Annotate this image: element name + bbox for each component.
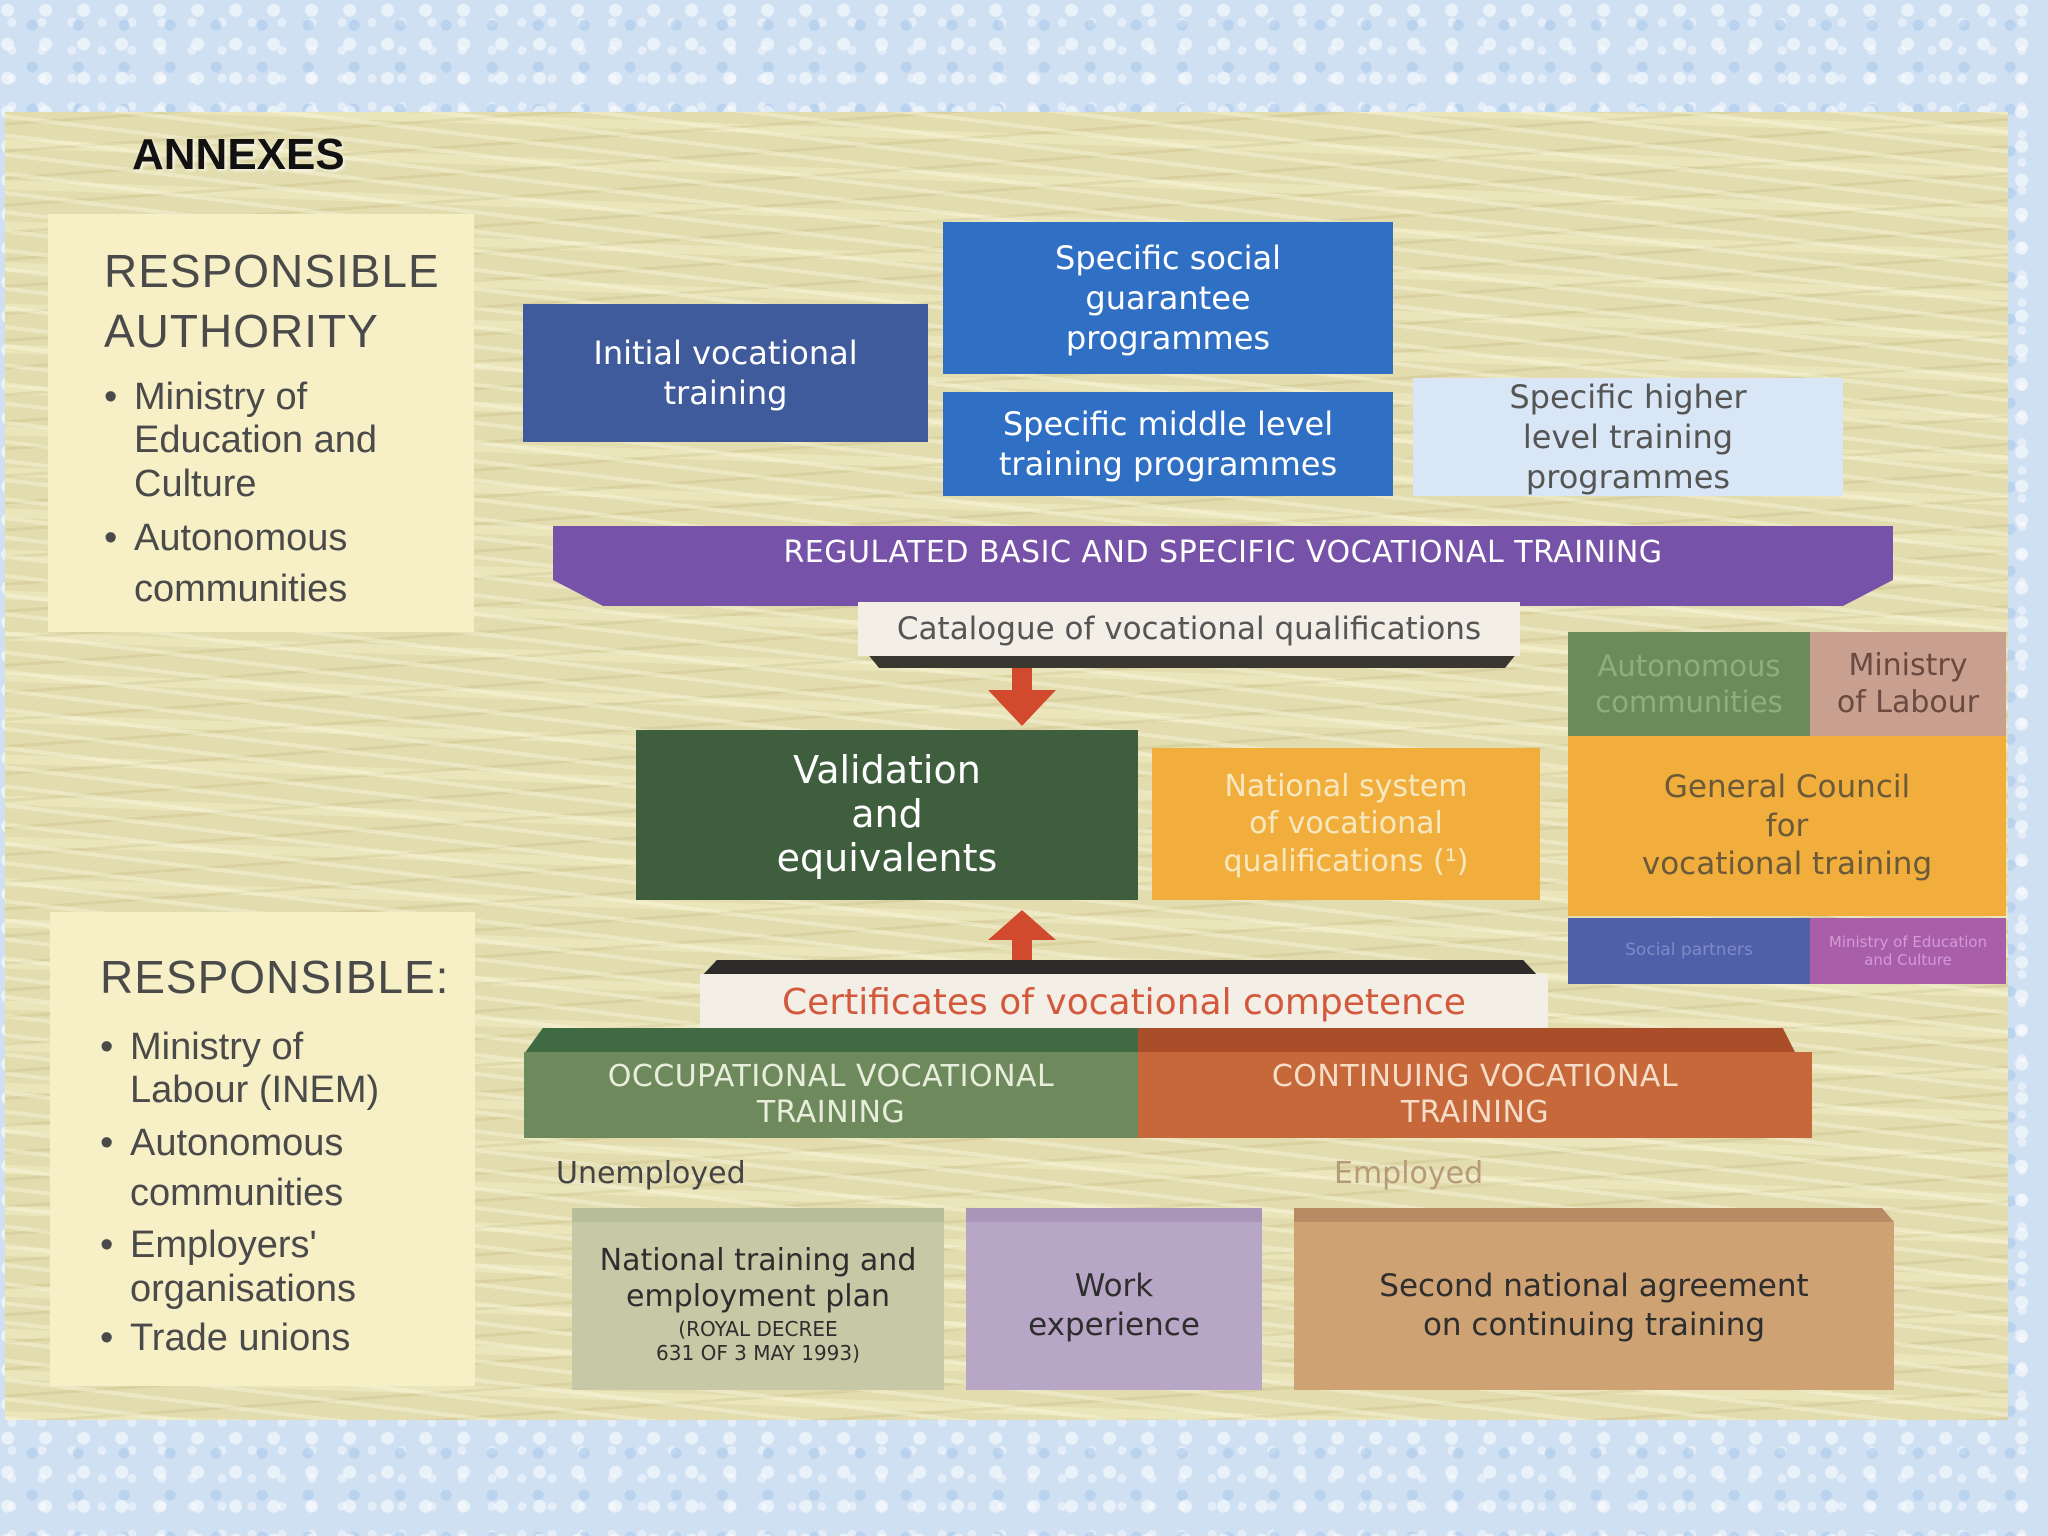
responsible-authority-title: RESPONSIBLE AUTHORITY	[104, 245, 440, 357]
list-item: Trade unions	[100, 1317, 475, 1361]
down-arrow-icon	[988, 668, 1056, 726]
list-item: Employers' organisations	[100, 1224, 475, 1311]
catalogue-shadow	[866, 652, 1518, 668]
plan-box-top	[572, 1208, 944, 1222]
middle-level-box: Specific middle level training programme…	[943, 392, 1393, 496]
list-item: Ministry of Labour (INEM)	[100, 1026, 475, 1113]
up-arrow-icon	[988, 910, 1056, 962]
responsible-authority-list: Ministry of Education and Culture Autono…	[104, 376, 474, 616]
responsible-list: Ministry of Labour (INEM) Autonomous com…	[100, 1026, 475, 1361]
regulated-training-bar-label: REGULATED BASIC AND SPECIFIC VOCATIONAL …	[783, 534, 1663, 570]
council-ministry-labour: Ministry of Labour	[1810, 632, 2006, 736]
occupational-bar-top	[524, 1028, 1150, 1054]
royal-decree-note: (ROYAL DECREE 631 OF 3 MAY 1993)	[656, 1317, 860, 1365]
employed-label: Employed	[1334, 1156, 1484, 1191]
council-social-partners: Social partners	[1568, 918, 1810, 984]
initial-vocational-training-box: Initial vocational training	[523, 304, 928, 442]
responsible-panel: RESPONSIBLE: Ministry of Labour (INEM) A…	[50, 912, 475, 1386]
list-item: Autonomous communities	[104, 513, 474, 616]
responsible-title: RESPONSIBLE:	[100, 951, 450, 1003]
catalogue-label: Catalogue of vocational qualifications	[858, 602, 1520, 656]
national-plan-box: National training and employment plan (R…	[572, 1222, 944, 1390]
certificates-bar-top	[700, 960, 1540, 978]
validation-box: Validation and equivalents	[636, 730, 1138, 900]
national-plan-title: National training and employment plan	[599, 1243, 917, 1314]
social-guarantee-box: Specific social guarantee programmes	[943, 222, 1393, 374]
certificates-label: Certificates of vocational competence	[700, 974, 1548, 1030]
national-system-box: National system of vocational qualificat…	[1152, 748, 1540, 900]
regulated-bar-shape	[553, 526, 1893, 606]
unemployed-label: Unemployed	[556, 1156, 746, 1191]
continuing-training-bar: CONTINUING VOCATIONAL TRAINING	[1138, 1052, 1812, 1138]
continuing-bar-top	[1138, 1028, 1796, 1054]
general-council-box: General Council for vocational training	[1568, 736, 2006, 916]
work-experience-box-top	[966, 1208, 1262, 1222]
higher-level-box: Specific higher level training programme…	[1413, 378, 1843, 496]
list-item: Ministry of Education and Culture	[104, 376, 474, 507]
page-title: ANNEXES	[132, 130, 345, 179]
work-experience-box: Work experience	[966, 1222, 1262, 1390]
list-item: Autonomous communities	[100, 1119, 475, 1218]
responsible-authority-panel: RESPONSIBLE AUTHORITY Ministry of Educat…	[48, 214, 474, 632]
agreement-box-top	[1294, 1208, 1894, 1222]
council-autonomous-communities: Autonomous communities	[1568, 632, 1810, 736]
council-ministry-education: Ministry of Education and Culture	[1810, 918, 2006, 984]
occupational-training-bar: OCCUPATIONAL VOCATIONAL TRAINING	[524, 1052, 1138, 1138]
second-agreement-box: Second national agreement on continuing …	[1294, 1222, 1894, 1390]
